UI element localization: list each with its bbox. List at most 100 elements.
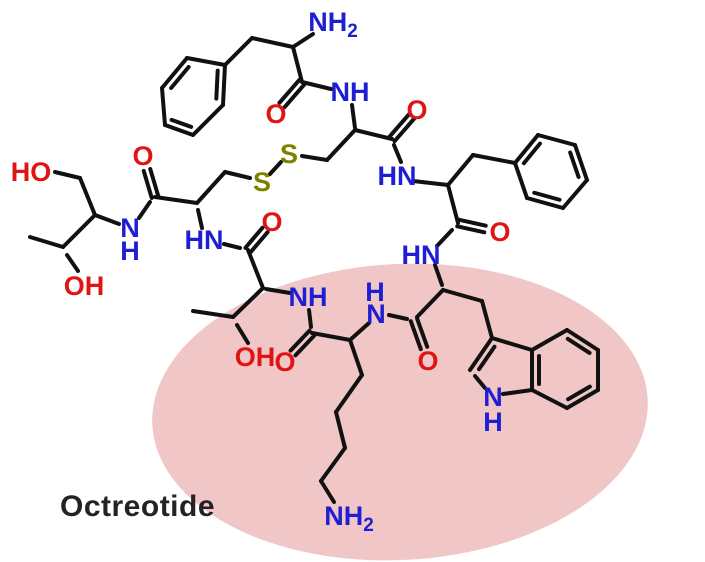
bond bbox=[411, 179, 450, 187]
atom-label-o-dphe: O bbox=[265, 99, 286, 129]
atom-label-oh-thr8: OH bbox=[64, 271, 105, 301]
bond bbox=[348, 321, 371, 342]
bond bbox=[277, 77, 307, 110]
atom-label-hn-phe3: HN bbox=[378, 161, 417, 191]
bond bbox=[334, 410, 347, 450]
atom-label-n-lys5: N bbox=[366, 299, 386, 329]
atom-label-h-indole: H bbox=[483, 407, 503, 437]
bond bbox=[93, 213, 121, 226]
bond bbox=[536, 133, 577, 147]
bond bbox=[28, 235, 65, 249]
bond bbox=[490, 336, 534, 352]
bond bbox=[300, 80, 333, 91]
bond bbox=[530, 388, 569, 410]
bond bbox=[153, 195, 199, 205]
bond bbox=[387, 313, 409, 321]
bond bbox=[141, 167, 161, 200]
atom-label-h-thr8: H bbox=[120, 236, 140, 266]
bond bbox=[310, 331, 352, 342]
atom-label-n-indole: N bbox=[483, 382, 503, 412]
atom-label-nh2-dphe: NH2 bbox=[308, 7, 358, 42]
atom-label-s-cys2: S bbox=[280, 139, 298, 169]
highlight-ellipse bbox=[152, 263, 648, 561]
bond bbox=[561, 178, 589, 210]
bond bbox=[231, 286, 265, 319]
atom-label-o-thr6: O bbox=[261, 207, 282, 237]
bond bbox=[565, 384, 600, 410]
bond bbox=[268, 160, 283, 176]
bond bbox=[435, 228, 454, 248]
bond bbox=[415, 288, 445, 319]
bond bbox=[53, 170, 82, 180]
atom-label-h-lys5: H bbox=[365, 277, 385, 307]
bond bbox=[291, 45, 304, 84]
bond bbox=[243, 225, 270, 255]
bond bbox=[387, 111, 417, 144]
bond bbox=[433, 263, 444, 287]
bond bbox=[530, 328, 569, 352]
bond bbox=[319, 479, 336, 504]
bond bbox=[195, 170, 227, 205]
atom-label-n-thr8: N bbox=[120, 213, 140, 243]
bond bbox=[223, 36, 254, 67]
bond bbox=[223, 170, 252, 180]
bond bbox=[300, 154, 329, 162]
bond bbox=[264, 287, 292, 295]
bond bbox=[163, 117, 195, 137]
bond bbox=[501, 388, 534, 396]
bond bbox=[250, 36, 295, 49]
bond bbox=[319, 446, 347, 483]
bond bbox=[441, 288, 484, 303]
bond bbox=[307, 308, 313, 329]
bond bbox=[348, 338, 364, 377]
bond bbox=[565, 328, 600, 355]
atom-label-ho-thr8: HO bbox=[11, 157, 52, 187]
atom-label-nh-cys2: NH bbox=[331, 77, 370, 107]
bond bbox=[513, 161, 529, 200]
molecule-title-label: Octreotide bbox=[60, 490, 216, 523]
atom-label-oh-thr6: OH bbox=[235, 342, 276, 372]
bond bbox=[568, 143, 589, 182]
bond bbox=[480, 299, 494, 340]
bond bbox=[392, 143, 403, 164]
bond bbox=[191, 103, 225, 137]
atom-label-nh2-lys5: NH2 bbox=[324, 501, 374, 536]
bond bbox=[350, 103, 357, 130]
bond bbox=[214, 63, 227, 107]
bond bbox=[473, 374, 487, 390]
bond bbox=[408, 316, 430, 352]
bond bbox=[160, 86, 167, 127]
bond bbox=[65, 253, 80, 273]
bond bbox=[288, 328, 317, 358]
atom-label-o-phe3: O bbox=[489, 217, 510, 247]
atom-label-hn-trp4: HN bbox=[402, 240, 441, 270]
bond bbox=[513, 133, 542, 166]
bond bbox=[61, 213, 97, 249]
bond bbox=[325, 128, 357, 162]
bond bbox=[455, 217, 488, 235]
atom-label-o-cys2: O bbox=[406, 95, 427, 125]
bond bbox=[246, 248, 265, 290]
bond bbox=[334, 373, 364, 414]
bond bbox=[137, 200, 152, 220]
bond bbox=[446, 183, 460, 225]
bond bbox=[471, 153, 517, 165]
bond bbox=[222, 242, 242, 250]
atom-label-nh-thr6: NH bbox=[289, 282, 328, 312]
bond bbox=[78, 176, 97, 217]
atom-label-hn-cys7: HN bbox=[185, 225, 224, 255]
bond bbox=[446, 153, 475, 187]
atom-label-o-trp4: O bbox=[417, 346, 438, 376]
bond bbox=[353, 128, 394, 141]
bond bbox=[185, 56, 227, 67]
atom-label-o-cys7: O bbox=[132, 141, 153, 171]
bond bbox=[160, 56, 191, 90]
bond bbox=[530, 348, 541, 392]
bond bbox=[525, 190, 565, 210]
bond bbox=[291, 32, 315, 49]
bond bbox=[468, 336, 497, 372]
atom-label-o-lys5: O bbox=[274, 347, 295, 377]
atom-label-s-cys7: S bbox=[253, 167, 271, 197]
